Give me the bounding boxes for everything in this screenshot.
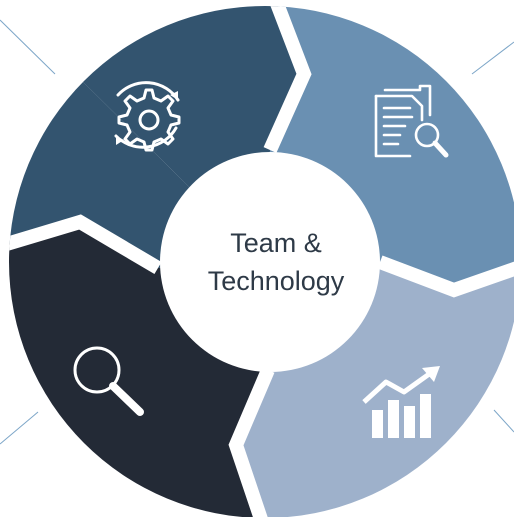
magnifier-icon [73, 346, 144, 416]
separator-bottom [228, 367, 275, 517]
guide-line-top-left [0, 19, 56, 75]
guide-line-bottom-left [0, 411, 39, 445]
center-title-line2: Technology [208, 266, 345, 296]
center-title-line1: Team & [230, 228, 322, 258]
growth-chart-icon [362, 366, 440, 438]
separator-right [377, 253, 514, 298]
gear-cycle-icon [114, 81, 181, 152]
document-search-icon [374, 84, 449, 158]
center-circle [160, 152, 380, 372]
separator-left [9, 214, 162, 275]
separator-top [261, 6, 312, 153]
guide-line-bottom-right [493, 409, 514, 433]
guide-line-top-right [471, 41, 514, 75]
